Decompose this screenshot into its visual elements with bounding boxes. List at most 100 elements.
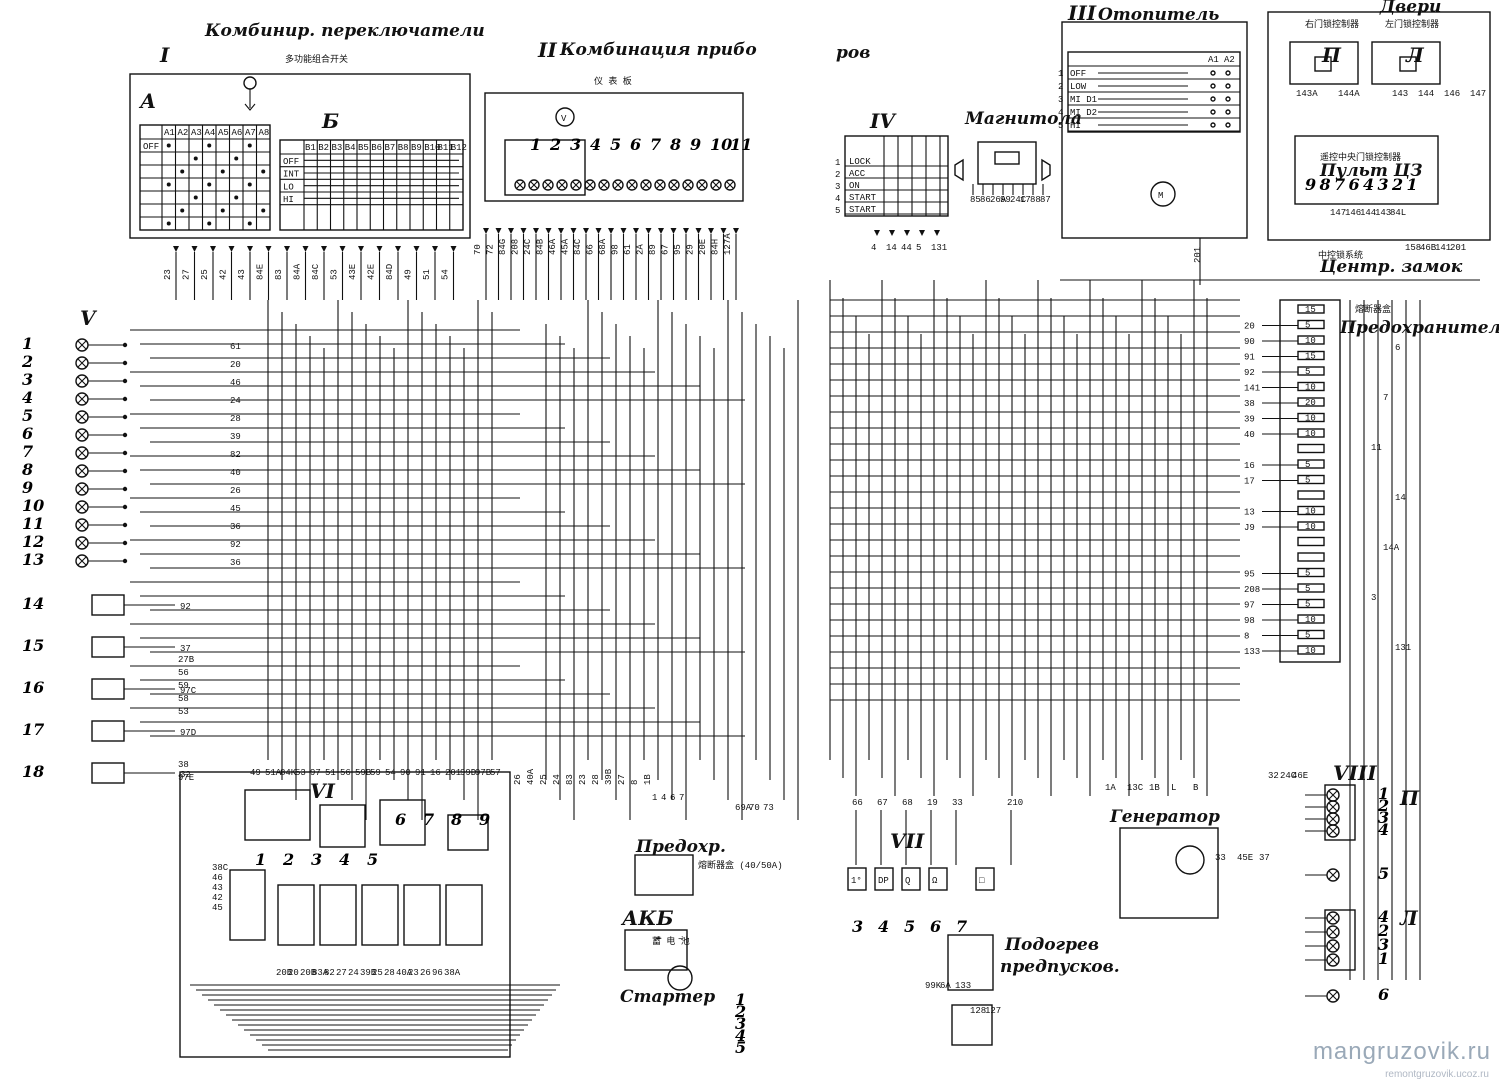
relay-9 [445,884,483,946]
fuse-amp-10: 10 [1305,336,1316,346]
lamp-cross [572,181,580,189]
bm-wire-33: 33 [952,798,963,808]
left-lower-extra-59: 59 [178,681,189,691]
sec2-title-tail: ров [836,43,870,63]
relay-bottom-40A: 40A [396,968,413,978]
radio-pin-86: 86 [980,195,991,205]
sensor-box [901,867,921,891]
relay-top-16: 16 [430,768,441,778]
right-lock-cn: 右门锁控制器 [1305,18,1359,30]
lamp-cross [77,466,87,476]
sec1-cn-title: 多功能组合开关 [285,53,348,65]
fuse-amp-5: 5 [1305,476,1310,486]
central-pin-7: 7 [1334,175,1345,194]
fuse-rows: 1552010901591592101412038103910405165171… [1244,304,1325,657]
left-node [122,396,128,402]
switch-icon [91,636,125,658]
mid-wire-26: 26 [513,774,523,785]
fuse-side-131: 131 [1395,643,1411,653]
pin-45A: 45A [561,238,571,255]
heater-row-MI D2: MI D2 [1070,108,1097,118]
heater-row-HI: HI [1070,121,1081,131]
heater-row-num: 5 [1058,121,1063,131]
pin-connector [432,246,438,252]
fan-motor-icon [1150,181,1176,207]
fuses-title: Предохранители [1339,318,1499,338]
pin-connector [874,230,880,236]
sec3-title: Отопитель [1098,5,1219,25]
switch-a-dot [207,182,212,187]
switch-b-col-B1: B1 [305,143,316,153]
relay-bottom-20: 20 [288,968,299,978]
switch-b-col-B5: B5 [358,143,369,153]
doors-title: Двери [1379,0,1441,17]
pin-connector [321,246,327,252]
sec1-title: Комбинир. переключатели [204,21,485,41]
fuse-side-14A: 14A [1383,543,1400,553]
heater-contact [1210,109,1216,115]
pin-connector [302,246,309,252]
preheat-wire-99K: 99K [925,981,942,991]
lamp-cross [77,358,87,368]
left-wire-24: 24 [230,396,241,406]
generator-box [1119,827,1219,919]
right-p-frame [1324,784,1356,841]
left-wire-45: 45 [230,504,241,514]
switch-b-col-B2: B2 [318,143,329,153]
sec6-roman: VI [310,779,336,803]
fuse-wire-16: 16 [1244,461,1255,471]
voltmeter-icon [555,107,575,127]
fuse [1297,428,1325,438]
central-cn: 中控锁系统 [1318,249,1363,261]
starter-motor-icon [667,965,693,991]
left-lower-extra-97E: 97E [178,773,194,783]
switch-b-table [279,139,464,231]
pin-67: 67 [661,244,671,255]
fuse-top-4: 4 [661,793,666,803]
lamp-cross [1328,955,1338,965]
pin-42: 42 [219,269,229,280]
fuse [1297,459,1325,469]
right-l-num-2: 2 [1377,921,1389,940]
left-wire-20: 20 [230,360,241,370]
switch-b-col-B9: B9 [411,143,422,153]
left-lower-extra-56: 56 [178,668,189,678]
switch-a-dot [247,221,252,226]
central-wire-158: 158 [1405,243,1421,253]
battery-cn: 蓄 电 池 [652,935,690,947]
fuse-side-7: 7 [1383,393,1388,403]
door-l-143: 143 [1392,89,1408,99]
sec8-roman: VIII [1333,761,1377,785]
relay-top-51: 51 [325,768,336,778]
switch-a-dot [207,143,212,148]
pin-connector [284,246,290,252]
left-item-num-1: 1 [22,334,33,353]
lamp-num-5: 5 [610,135,621,154]
starter-item-5: 5 [735,1038,746,1057]
heater-row-num: 3 [1058,95,1063,105]
wire-201: 201 [1193,247,1203,263]
fuse [1297,505,1325,516]
warning-lamp-icon [612,179,624,191]
fuse-amp-5: 5 [1305,600,1310,610]
relay-num-2: 2 [282,850,294,869]
fuse [1297,645,1325,655]
pin-connector [608,228,614,234]
switch-a-dot [207,221,212,226]
pin-connector [228,246,235,252]
mid-wire-28: 28 [591,774,601,785]
switch-a-dot [180,169,185,174]
mid-wire-39B: 39B [604,768,614,785]
left-node [122,378,128,384]
left-node [122,522,128,528]
lamp-num-9: 9 [690,135,701,154]
battery-title: АКБ [620,906,674,930]
central-wire-143: 143 [1375,208,1391,218]
pin-84G: 84G [498,239,508,255]
starter-item-2: 2 [734,1002,746,1021]
